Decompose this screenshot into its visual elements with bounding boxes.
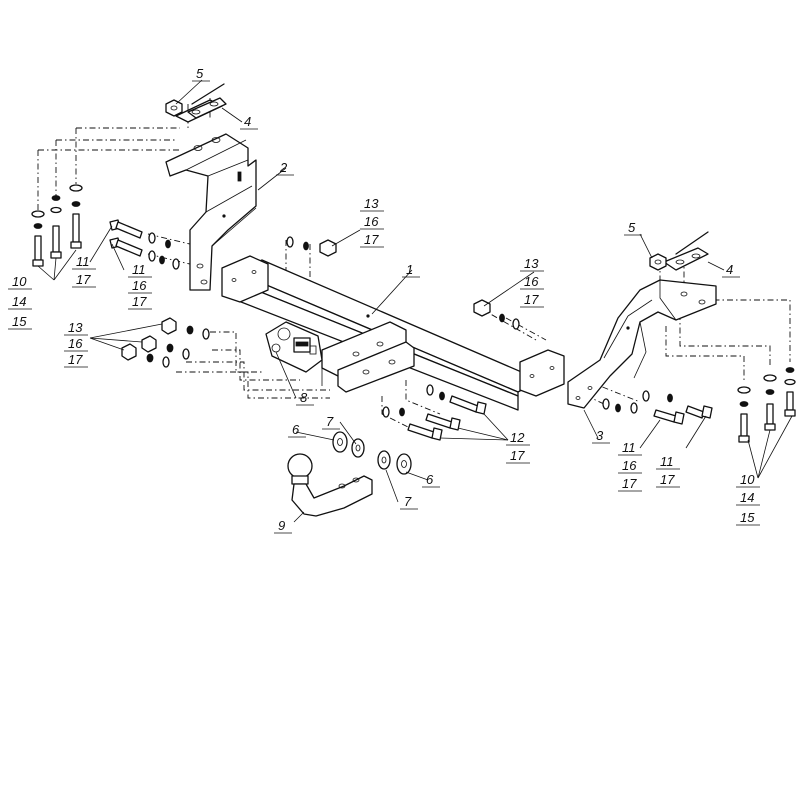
callout-6-right: 6 [426,472,434,487]
callout-13-left-mid: 13 [68,320,83,335]
right-mounting-bracket [567,279,717,409]
callout-13-center-top: 13 [364,196,379,211]
callout-16-center-top: 16 [364,214,379,229]
callout-5-left: 5 [196,66,204,81]
right-horizontal-bolts [602,390,713,425]
callout-17-right-a: 17 [622,476,637,491]
callout-8: 8 [300,390,308,405]
callout-17-left-mid: 17 [68,352,83,367]
callout-1: 1 [406,262,413,277]
callout-17-left-b: 17 [132,294,147,309]
left-top-plate [175,83,227,123]
washers [332,431,412,475]
callout-11-right-a: 11 [622,440,636,455]
callout-16-right-a: 16 [622,458,637,473]
right-vertical-bolts [737,367,796,443]
callout-17-left-a: 17 [76,272,91,287]
callout-10-left: 10 [12,274,27,289]
callout-17-center-top: 17 [364,232,379,247]
callout-15-left: 15 [12,314,27,329]
callout-17-right-b: 17 [660,472,675,487]
right-top-nut [649,253,667,271]
callout-10-right: 10 [740,472,755,487]
left-top-nut [165,99,183,117]
socket-plate [265,321,323,373]
callout-17-center-low: 17 [510,448,525,463]
callout-4-right: 4 [726,262,733,277]
callout-17-right-top: 17 [524,292,539,307]
left-vertical-bolts [31,184,83,267]
right-top-plate [663,231,709,271]
callout-7-left: 7 [326,414,334,429]
callout-6-left: 6 [292,422,300,437]
left-nuts-washers [121,317,210,368]
callout-16-left-b: 16 [132,278,147,293]
callout-16-right-top: 16 [524,274,539,289]
callout-16-left-mid: 16 [68,336,83,351]
callout-12: 12 [510,430,525,445]
center-top-nuts [286,236,520,330]
center-lower-bolts [382,384,487,441]
callout-11-right-b: 11 [660,454,674,469]
callout-11-left-a: 11 [76,254,90,269]
left-mounting-bracket [165,133,257,291]
tow-ball-assembly [287,453,373,517]
callout-7-right: 7 [404,494,412,509]
callout-5-right: 5 [628,220,636,235]
callout-15-right: 15 [740,510,755,525]
left-horizontal-bolts [109,219,180,270]
callout-14-right: 14 [740,490,754,505]
callout-2: 2 [279,160,288,175]
callout-3: 3 [596,428,604,443]
leader-lines [37,79,793,523]
callout-4-left: 4 [244,114,251,129]
callout-14-left: 14 [12,294,26,309]
callout-11-left-b: 11 [132,262,146,277]
callout-9: 9 [278,518,285,533]
coupling-plates [321,321,415,393]
callout-13-right-top: 13 [524,256,539,271]
callout-numbers: 1 2 3 5 4 5 4 10 14 15 11 17 11 16 17 13… [8,66,760,534]
